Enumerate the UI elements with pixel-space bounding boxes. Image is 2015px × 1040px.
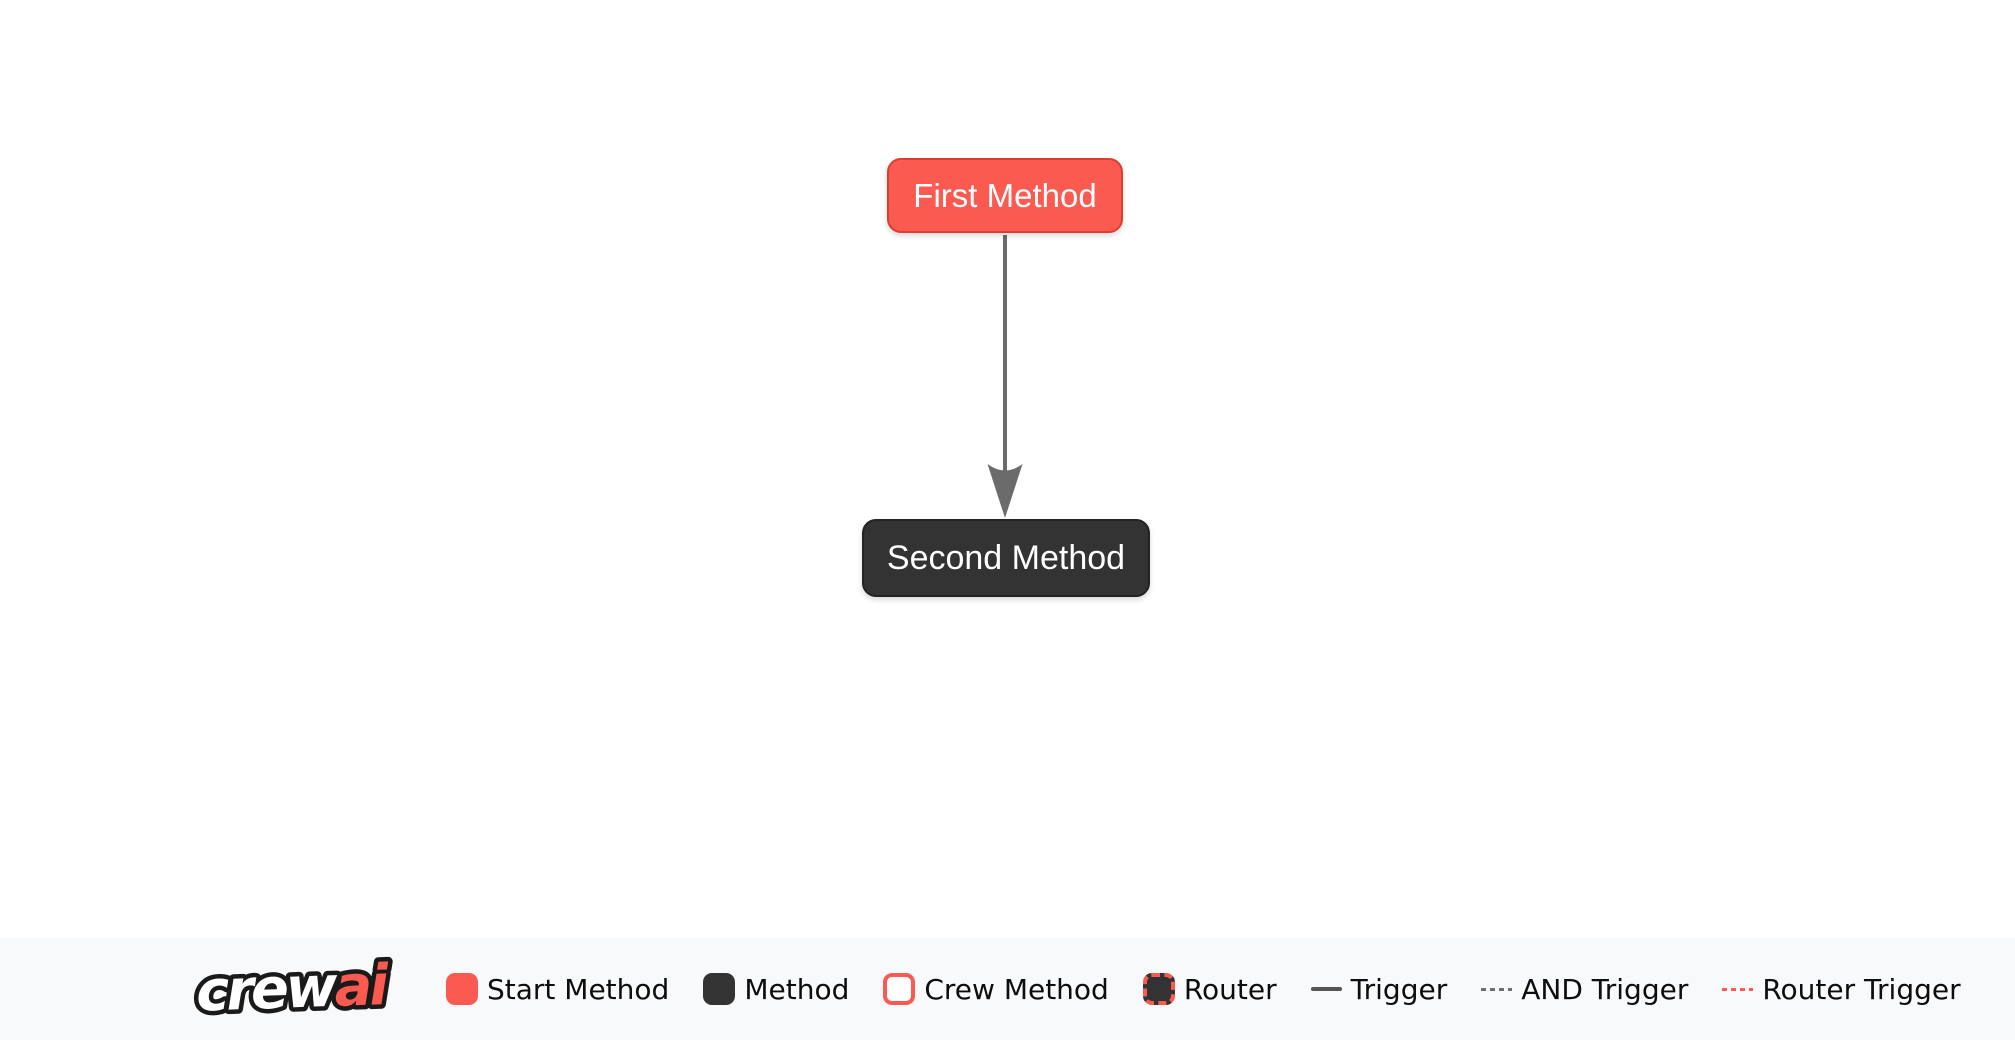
legend-item-and-trigger: AND Trigger [1481,973,1688,1006]
legend-item-router-trigger: Router Trigger [1722,972,1961,1006]
legend-bar: crewai crewai crewai Start Method Method… [0,938,2015,1040]
trigger-line-icon [1310,987,1342,991]
trigger-arrowhead-icon [987,464,1023,518]
node-first-method[interactable]: First Method [887,158,1123,233]
legend-item-start-method: Start Method [446,973,669,1006]
logo-text-ai: ai [333,953,390,1020]
logo-halo: crewai [195,953,390,1025]
router-trigger-line-icon [1722,987,1754,991]
crew-method-swatch-icon [883,973,916,1005]
legend-label: Crew Method [924,972,1109,1006]
legend-label: Router Trigger [1762,972,1961,1006]
legend-label: Method [744,972,850,1006]
node-second-method[interactable]: Second Method [862,519,1150,597]
edge-layer [987,235,1023,518]
legend-label: Trigger [1350,972,1448,1006]
node-second-method-label: Second Method [886,538,1126,577]
node-first-method-label: First Method [913,176,1097,214]
legend-item-trigger: Trigger [1310,972,1448,1006]
legend-label: AND Trigger [1521,972,1689,1006]
start-method-swatch-icon [446,973,478,1005]
crewai-logo: crewai crewai crewai [190,947,399,1031]
router-swatch-icon [1142,973,1175,1005]
legend-label: Router [1183,972,1277,1006]
legend-item-crew-method: Crew Method [883,973,1109,1006]
logo-outline: crewai [195,953,390,1025]
legend-item-router: Router [1142,972,1277,1006]
and-trigger-line-icon [1481,987,1513,991]
logo-text: crewai [195,953,390,1025]
legend-item-method: Method [703,973,849,1006]
method-swatch-icon [703,973,736,1005]
logo-text-crew: crew [195,955,339,1025]
legend-label: Start Method [487,972,670,1006]
flow-canvas[interactable]: First Method Second Method [0,0,2015,938]
